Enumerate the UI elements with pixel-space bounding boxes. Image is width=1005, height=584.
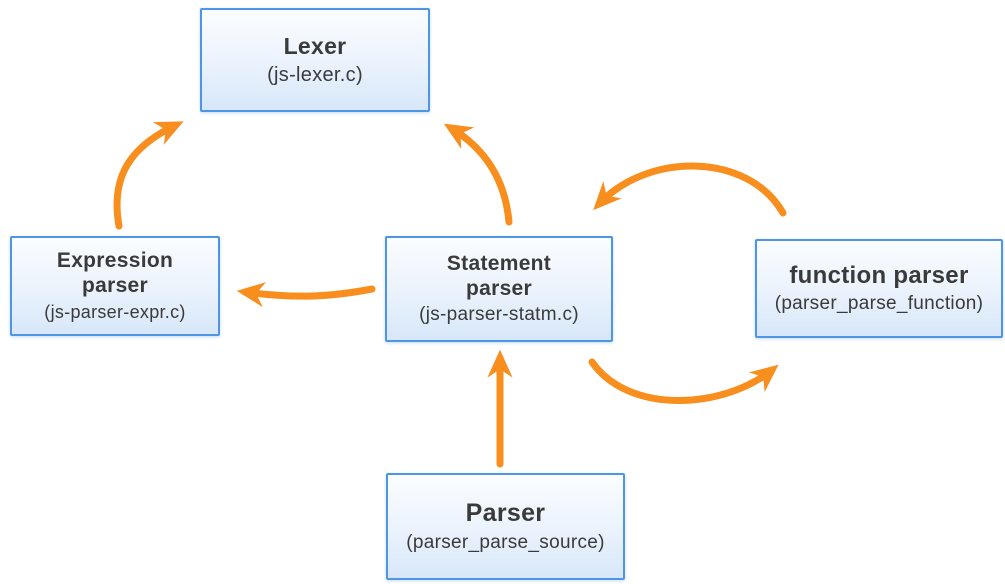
arrow-statement-parser-to-function-parser [588,358,779,404]
node-expression-parser-title-line2: parser [81,274,148,297]
node-lexer: Lexer (js-lexer.c) [200,8,430,112]
node-expression-parser-title-line1: Expression [56,249,174,273]
node-lexer-title: Lexer [284,33,347,60]
arrow-expression-parser-to-lexer [113,121,184,230]
node-function-parser-title: function parser [789,262,968,290]
node-lexer-title-line1: Lexer [283,33,347,60]
node-statement-parser: Statement parser (js-parser-statm.c) [385,236,613,342]
node-parser-file: (parser_parse_source) [406,531,605,553]
node-statement-parser-title: Statement parser [447,252,551,302]
node-parser: Parser (parser_parse_source) [386,473,625,580]
arrow-statement-parser-to-expression-parser [236,282,376,308]
node-expression-parser-file: (js-parser-expr.c) [44,301,186,322]
node-function-parser: function parser (parser_parse_function) [755,239,1003,338]
node-expression-parser: Expression parser (js-parser-expr.c) [10,236,220,336]
node-function-parser-file: (parser_parse_function) [774,293,984,315]
node-statement-parser-file: (js-parser-statm.c) [419,304,579,326]
node-statement-parser-title-line2: parser [465,276,532,300]
arrow-function-parser-to-statement-parser [593,162,787,217]
node-parser-title-line1: Parser [465,499,546,528]
node-statement-parser-title-line1: Statement [446,251,552,275]
arrow-statement-parser-to-lexer [443,123,513,226]
node-expression-parser-title: Expression parser [57,249,173,299]
node-lexer-file: (js-lexer.c) [267,63,363,86]
node-parser-title: Parser [466,499,546,529]
node-function-parser-title-line1: function parser [789,261,969,289]
